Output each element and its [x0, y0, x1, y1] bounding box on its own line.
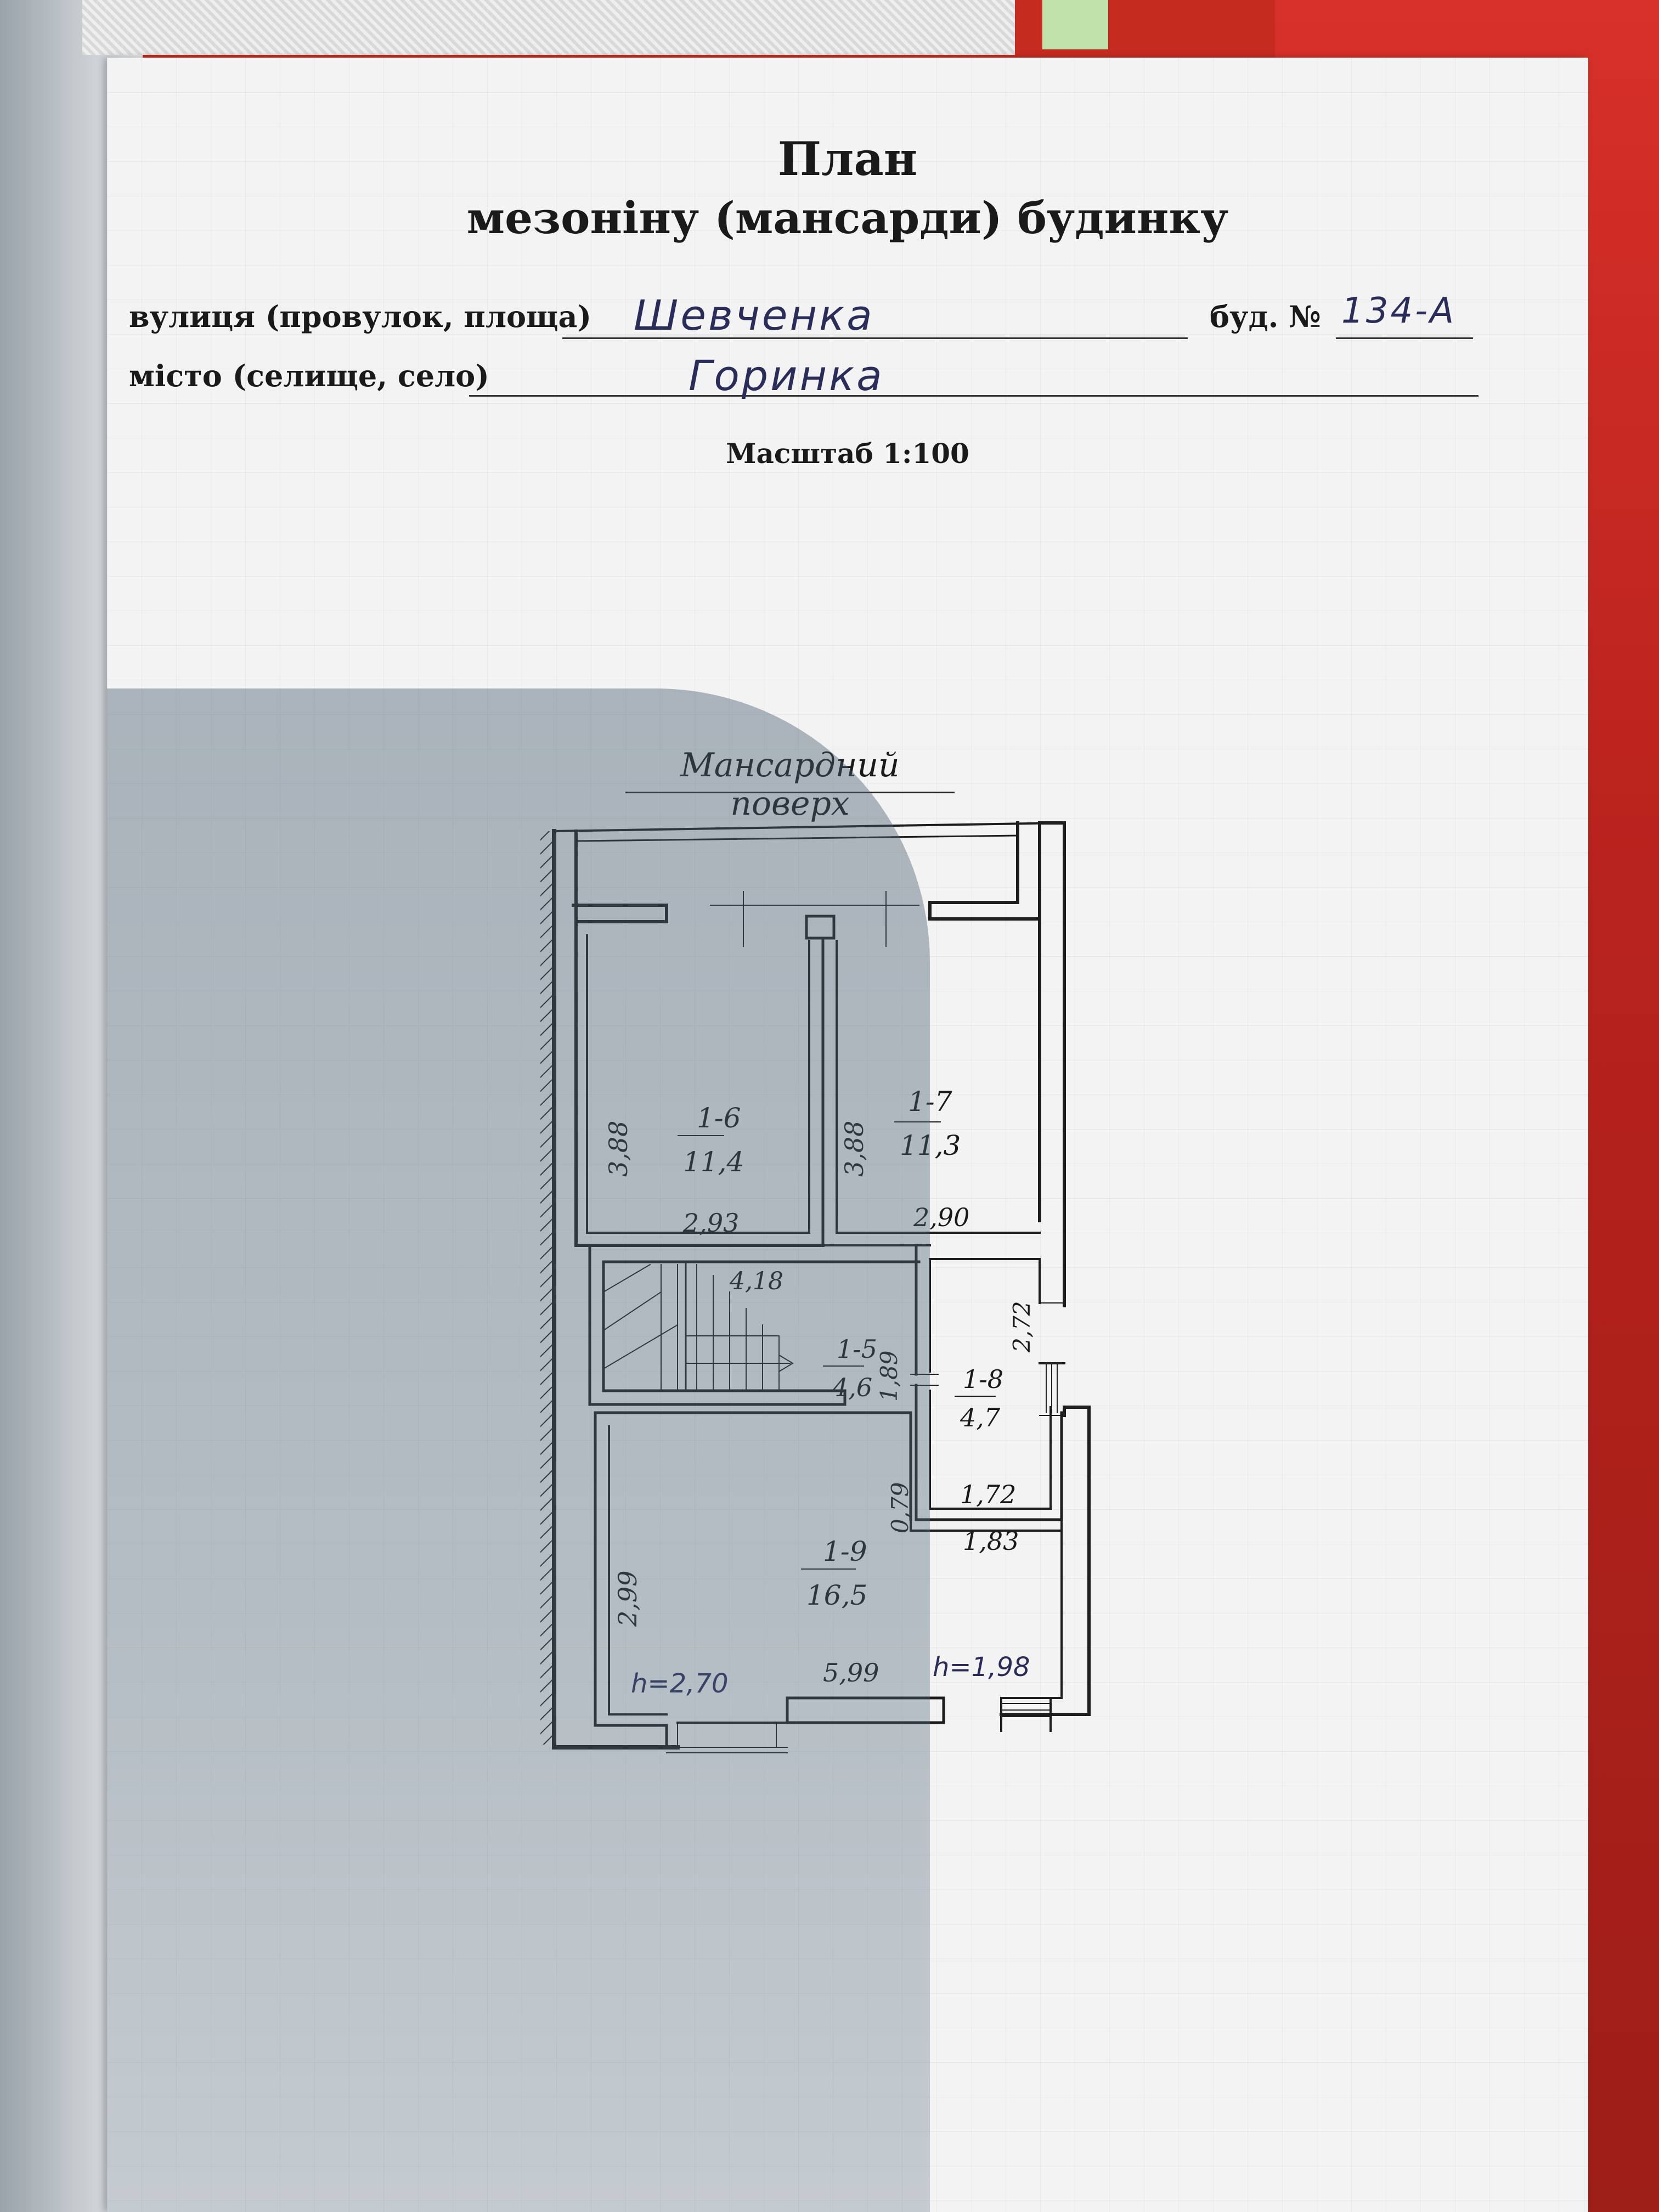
document-page: План мезоніну (мансарди) будинку вулиця … [107, 58, 1588, 2212]
floor-title: Мансардний поверх [680, 746, 900, 823]
room-1-6-area: 11,4 [683, 1146, 744, 1178]
floor-title-underline [625, 792, 955, 793]
dim-290: 2,90 [913, 1203, 969, 1232]
dim-299: 2,99 [613, 1571, 642, 1627]
dim-189: 1,89 [876, 1350, 902, 1402]
top-paper-edge [82, 0, 1015, 55]
house-value: 134-А [1341, 291, 1457, 331]
outer-wall-right [928, 821, 1066, 1307]
height-right: h=1,98 [933, 1652, 1030, 1683]
dim-183: 1,83 [963, 1526, 1019, 1556]
page-subtitle: мезоніну (мансарди) будинку [466, 192, 1229, 244]
dim-418: 4,18 [729, 1267, 783, 1295]
room-1-7-id: 1-7 [908, 1086, 952, 1118]
floor-plan: 1-6 11,4 1-7 11,3 1-5 4,6 1-8 4,7 1-9 16… [540, 821, 1091, 1753]
room-1-9-id: 1-9 [823, 1536, 867, 1567]
city-value: Горинка [689, 351, 884, 400]
room-1-8-id: 1-8 [963, 1364, 1003, 1394]
street-line [562, 337, 1188, 339]
street-label: вулиця (провулок, площа) [129, 299, 592, 334]
green-tab [1042, 0, 1108, 49]
room-1-6-id: 1-6 [697, 1102, 741, 1134]
dim-079: 0,79 [887, 1482, 913, 1533]
room-1-7-area: 11,3 [900, 1130, 961, 1161]
house-label: буд. № [1210, 299, 1321, 334]
dim-599: 5,99 [823, 1658, 879, 1688]
dim-293: 2,93 [682, 1208, 739, 1238]
dim-388-mid: 3,88 [839, 1121, 869, 1177]
dim-272: 2,72 [1008, 1301, 1035, 1353]
room-1-9-area: 16,5 [806, 1579, 867, 1611]
street-value: Шевченка [634, 291, 874, 340]
room-1-8-area: 4,7 [960, 1403, 1001, 1432]
height-left: h=2,70 [631, 1668, 729, 1699]
scale-label: Масштаб 1:100 [726, 437, 969, 470]
dim-388-left: 3,88 [603, 1121, 633, 1177]
room-1-5-area: 4,6 [832, 1373, 872, 1402]
city-label: місто (селище, село) [129, 358, 489, 393]
city-line [469, 395, 1479, 397]
outer-wall-left [552, 829, 680, 1750]
room-1-5-id: 1-5 [837, 1334, 877, 1364]
page-title: План [777, 132, 918, 186]
dim-172: 1,72 [960, 1480, 1016, 1509]
wall-hatch [540, 831, 552, 1745]
house-line [1336, 337, 1473, 339]
